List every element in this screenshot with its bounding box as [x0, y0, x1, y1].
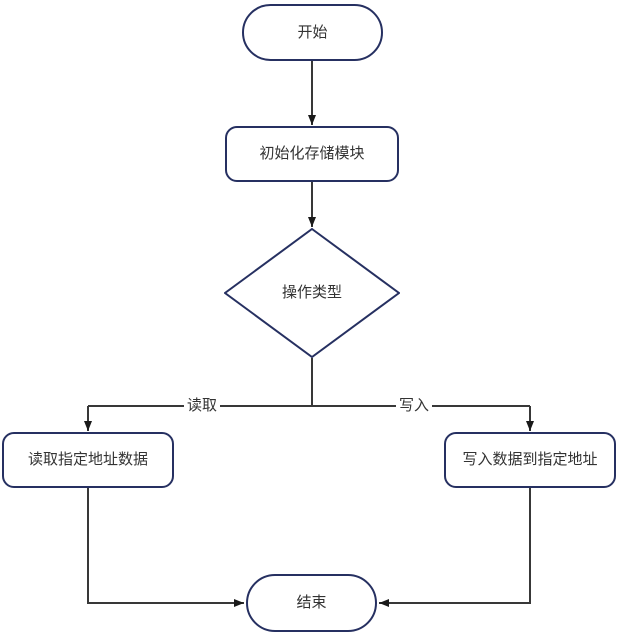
node-write-data[interactable]: 写入数据到指定地址 — [444, 432, 616, 488]
node-init-storage[interactable]: 初始化存储模块 — [225, 126, 399, 182]
node-read-data[interactable]: 读取指定地址数据 — [2, 432, 174, 488]
node-start-label: 开始 — [297, 23, 328, 41]
node-write-data-label: 写入数据到指定地址 — [462, 451, 598, 468]
node-end-label: 结束 — [296, 594, 327, 611]
node-operation-type[interactable]: 操作类型 — [224, 228, 400, 358]
edge-label-write[interactable]: 写入 — [395, 397, 433, 415]
edge-label-read[interactable]: 读取 — [183, 397, 221, 415]
node-operation-type-label: 操作类型 — [281, 284, 342, 301]
node-init-storage-label: 初始化存储模块 — [259, 145, 365, 162]
edge-read-to-end — [87, 488, 244, 607]
node-start[interactable]: 开始 — [242, 4, 383, 61]
diamond-shape — [224, 228, 400, 358]
node-end[interactable]: 结束 — [246, 574, 377, 632]
edge-write-to-end — [379, 488, 531, 607]
node-read-data-label: 读取指定地址数据 — [27, 451, 148, 468]
